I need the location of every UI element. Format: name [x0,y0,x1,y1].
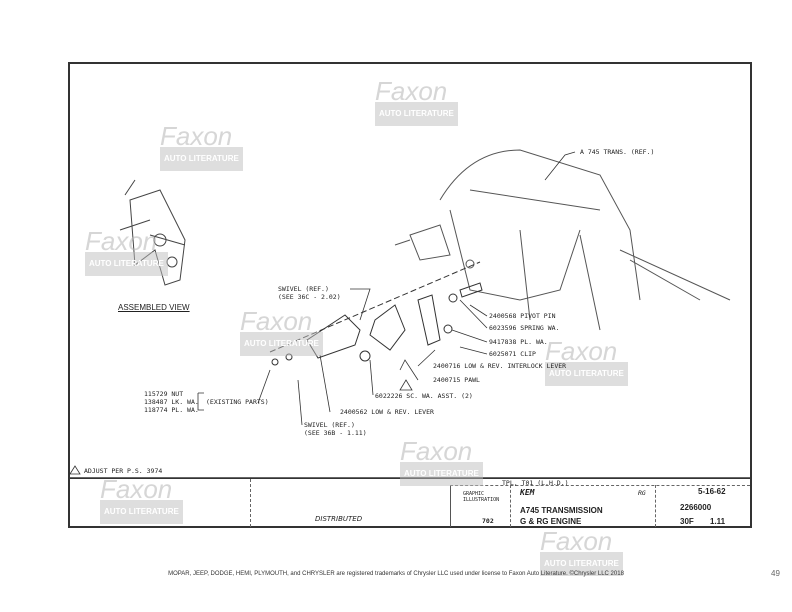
rg-mark: RG [638,489,646,497]
transmission-sketch [394,149,731,331]
date: 5-16-62 [698,487,726,496]
label-existing-parts: (EXISTING PARTS) [206,398,269,406]
label-pivot-pin: 2400568 PIVOT PIN [489,312,556,320]
label-swivel-top: SWIVEL (REF.) (SEE 36C - 2.02) [278,285,341,301]
adjust-triangle-icon [69,465,81,475]
part-number: 2266000 [680,503,712,512]
title-line-1: A745 TRANSMISSION [520,506,603,515]
adjust-note: ADJUST PER P.S. 3974 [84,467,163,475]
assembled-view-label: ASSEMBLED VIEW [118,303,190,312]
page-ref: 1.11 [710,517,726,526]
label-sc-wa: 6022226 SC. WA. ASST. (2) [375,392,473,400]
label-clip: 6025071 CLIP [489,350,536,358]
warning-triangle-icon [399,379,413,391]
label-lever: 2400562 LOW & REV. LEVER [340,408,434,416]
label-interlock: 2400716 LOW & REV. INTERLOCK LEVER [433,362,567,370]
initials: KEM [520,488,535,497]
drawing-number: 702 [482,517,494,525]
label-existing-list: 115729 NUT 138487 LK. WA. 118774 PL. WA. [144,390,199,414]
distributed-stamp: DISTRIBUTED [315,515,363,523]
label-pawl: 2400715 PAWL [433,376,480,384]
label-spring-wa: 6023596 SPRING WA. [489,324,560,332]
model-label: TPL, T01 (L.H.D.) [502,479,569,487]
section: 30F [680,517,694,526]
graphic-illustration: GRAPHIC ILLUSTRATION [463,491,500,503]
title-line-2: G & RG ENGINE [520,517,582,526]
label-trans: A 745 TRANS. (REF.) [580,148,655,156]
label-pl-wa: 9417838 PL. WA. [489,338,548,346]
trademark-footer: MOPAR, JEEP, DODGE, HEMI, PLYMOUTH, and … [168,571,624,577]
drawing-frame [68,62,752,528]
leader-lines [197,151,576,426]
label-swivel-bottom: SWIVEL (REF.) (SEE 36B - 1.11) [304,421,367,437]
page-number: 49 [771,569,780,578]
